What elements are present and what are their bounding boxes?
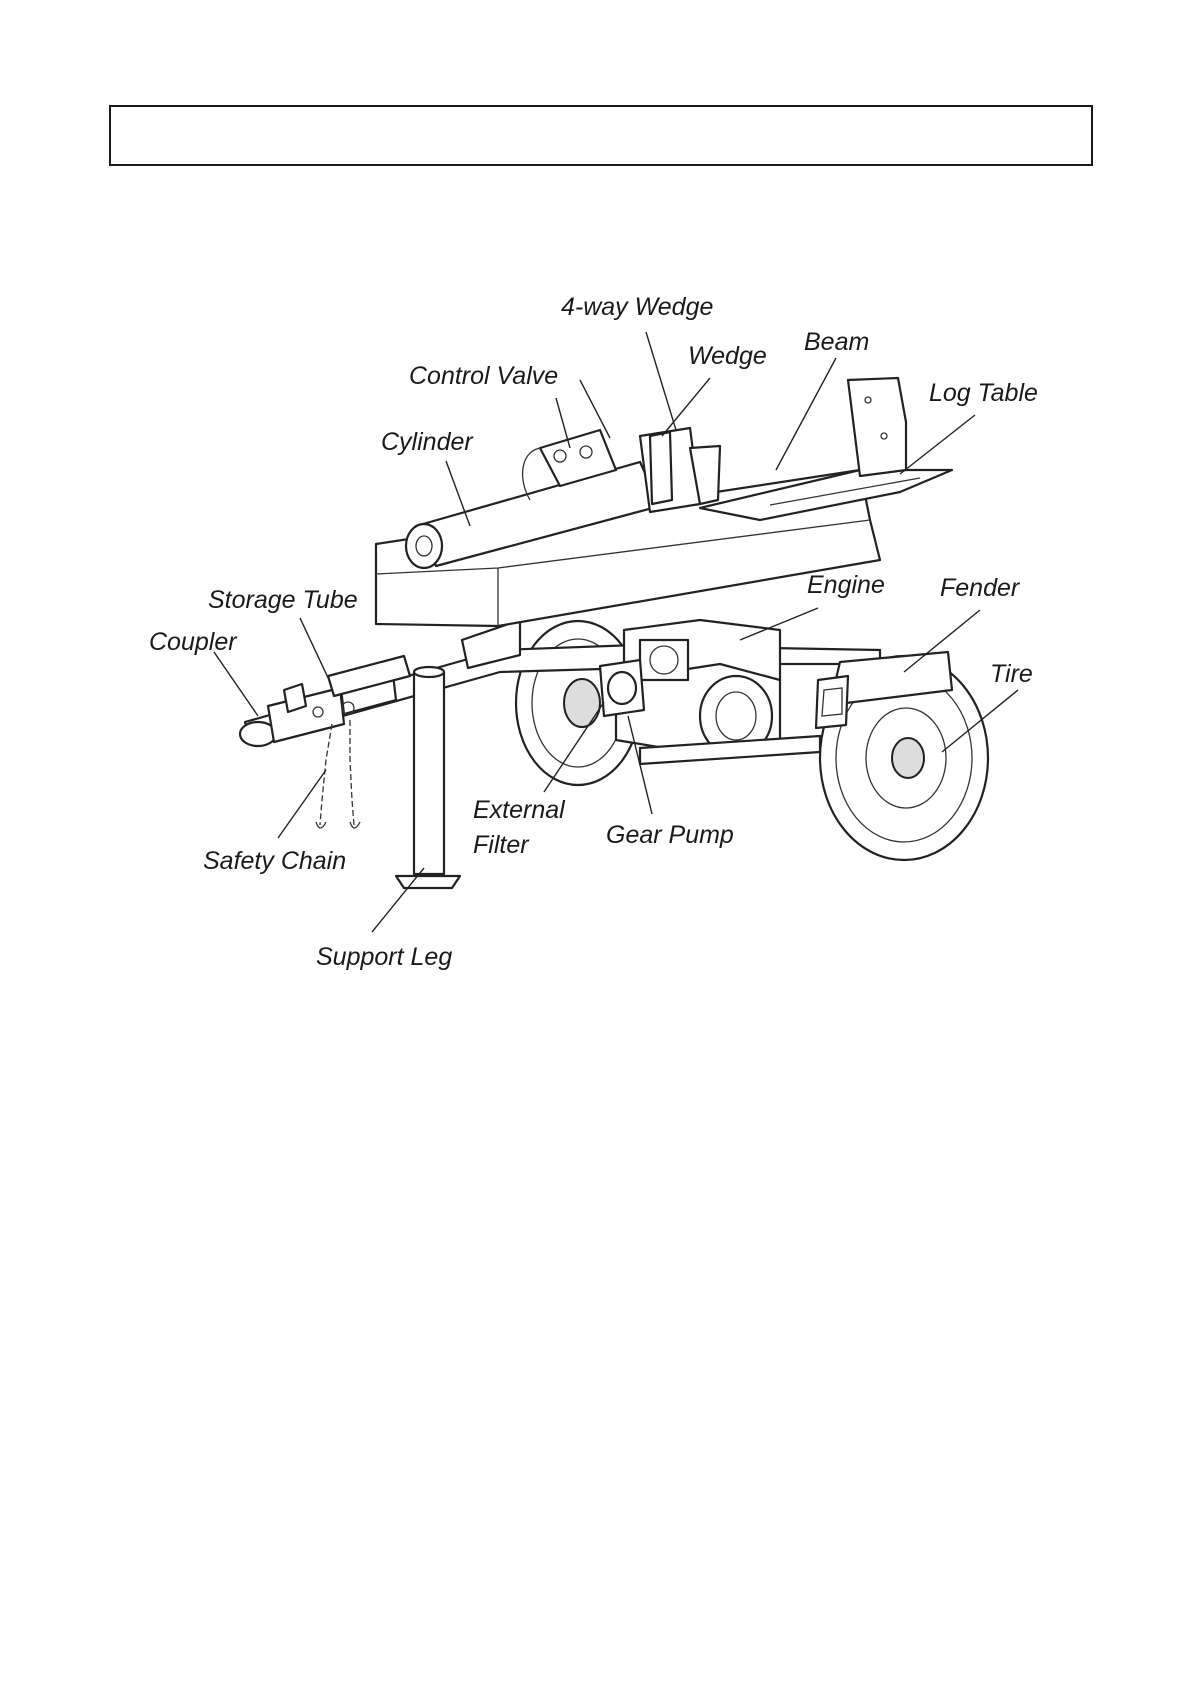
label-tire: Tire xyxy=(990,660,1033,688)
label-gear-pump: Gear Pump xyxy=(606,821,734,849)
wedge xyxy=(640,428,720,512)
label-cylinder: Cylinder xyxy=(381,428,474,456)
label-filter: Filter xyxy=(473,831,530,859)
log-splitter-illustration xyxy=(240,378,988,888)
label-wedge: Wedge xyxy=(688,342,767,370)
label-engine: Engine xyxy=(807,571,885,599)
end-plate xyxy=(848,378,906,476)
label-fender: Fender xyxy=(940,574,1021,602)
label-coupler: Coupler xyxy=(149,628,238,656)
label-log-table: Log Table xyxy=(929,379,1038,407)
label-4-way-wedge: 4-way Wedge xyxy=(561,293,713,321)
label-beam: Beam xyxy=(804,328,869,356)
label-external: External xyxy=(473,796,566,824)
gear-pump xyxy=(600,660,644,716)
label-control-valve: Control Valve xyxy=(409,362,558,390)
label-support-leg: Support Leg xyxy=(316,943,452,971)
label-storage-tube: Storage Tube xyxy=(208,586,358,614)
support-leg xyxy=(396,667,460,888)
label-safety-chain: Safety Chain xyxy=(203,847,346,875)
